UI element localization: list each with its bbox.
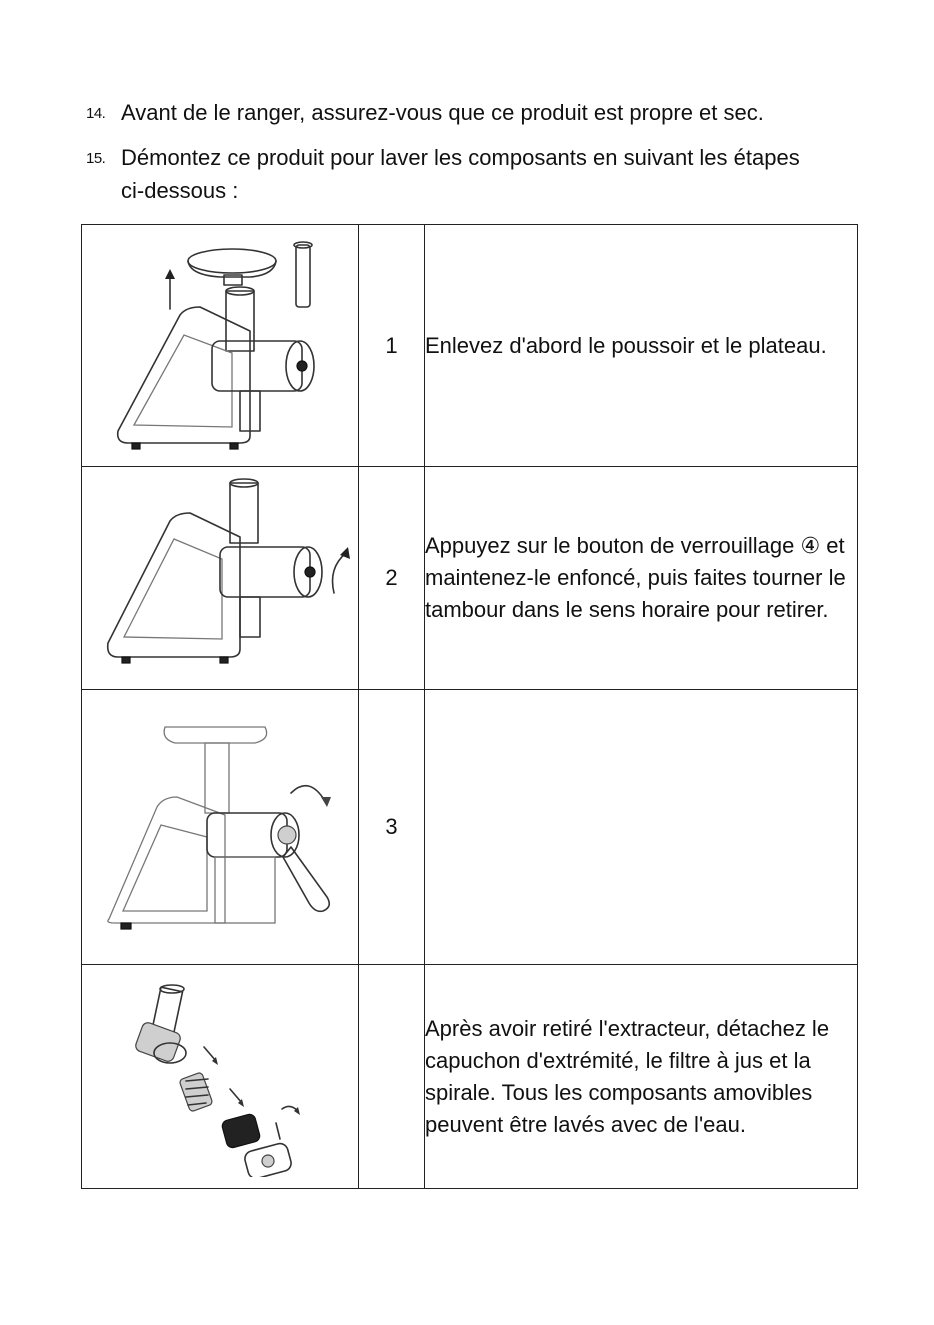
step-description: Appuyez sur le bouton de verrouillage ④ … <box>424 466 858 690</box>
step-row-3: 3 <box>81 689 858 965</box>
juicer-remove-pusher-tray-icon <box>116 240 315 450</box>
step-description: Enlevez d'abord le poussoir et le platea… <box>424 224 858 467</box>
step-illustration-4 <box>81 964 359 1189</box>
step-number: 2 <box>358 466 425 690</box>
step-description <box>424 689 858 965</box>
item-text: Avant de le ranger, assurez-vous que ce … <box>121 100 764 125</box>
disassembly-steps-table: 1 Enlevez d'abord le poussoir et le plat… <box>81 224 858 1189</box>
step-illustration-3 <box>81 689 359 965</box>
juicer-wrench-rotate-icon <box>107 726 331 930</box>
item-number: 15. <box>86 150 106 167</box>
step-illustration-2 <box>81 466 359 690</box>
step-description: Après avoir retiré l'extracteur, détache… <box>424 964 858 1189</box>
step-row-2: 2 Appuyez sur le bouton de verrouillage … <box>81 466 858 690</box>
item-text: Démontez ce produit pour laver les compo… <box>121 145 800 203</box>
step-row-4: Après avoir retiré l'extracteur, détache… <box>81 964 858 1189</box>
step-illustration-1 <box>81 224 359 467</box>
step-number: 3 <box>358 689 425 965</box>
item-number: 14. <box>86 105 106 122</box>
step-row-1: 1 Enlevez d'abord le poussoir et le plat… <box>81 224 858 467</box>
juicer-exploded-parts-icon <box>135 983 300 1177</box>
step-number: 1 <box>358 224 425 467</box>
juicer-rotate-drum-icon <box>106 478 350 664</box>
step-number <box>358 964 425 1189</box>
